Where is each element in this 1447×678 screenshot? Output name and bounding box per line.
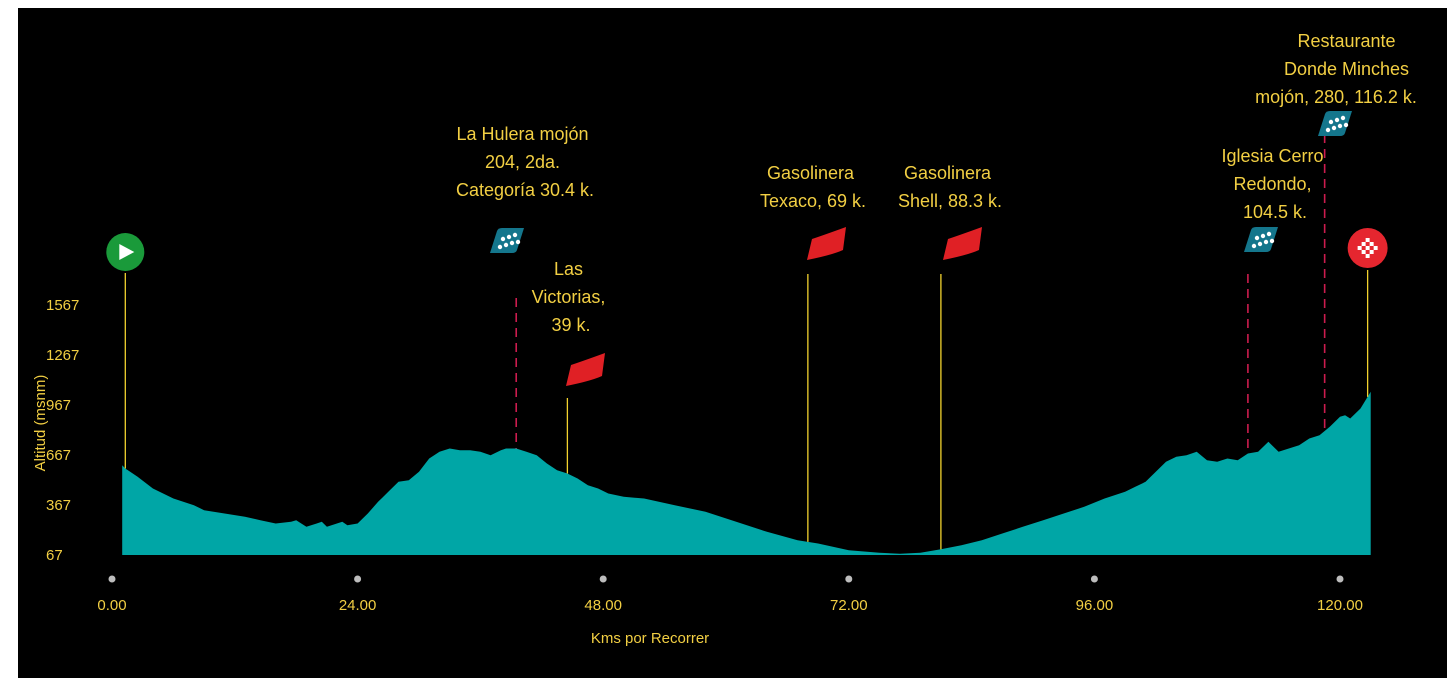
x-tick-dot <box>599 575 607 583</box>
y-tick-label: 1267 <box>46 347 79 364</box>
y-tick-label: 1567 <box>46 297 79 314</box>
kom-badge-dot <box>1266 231 1272 237</box>
checkered-square <box>1373 246 1378 250</box>
checkered-square <box>1365 238 1370 242</box>
poi-label-texaco-line2: Texaco, 69 k. <box>760 191 866 211</box>
x-tick-dot <box>845 575 853 583</box>
profile-layer <box>122 391 1371 555</box>
y-tick-label: 67 <box>46 547 63 564</box>
play-icon <box>106 233 145 271</box>
poi-label-hulera-line1: La Hulera mojón <box>456 124 588 144</box>
poi-label-cerro-line2: Redondo, <box>1233 174 1311 194</box>
kom-badge-dot <box>1269 238 1275 244</box>
poi-label-victorias-line1: Las <box>554 259 583 279</box>
kom-badge-dot <box>509 240 515 246</box>
poi-label-minches-line3: mojón, 280, 116.2 k. <box>1255 87 1417 107</box>
kom-badge-dot <box>1340 115 1346 121</box>
chart-panel: 67 367 667 967 1267 1567 0.00 24.00 48.00 72.00 96… <box>18 8 1447 678</box>
x-tick-label: 96.00 <box>1076 597 1114 614</box>
y-axis-title: Altitud (msnm) <box>32 375 49 472</box>
mountain-dots-icon <box>490 228 524 253</box>
poi-label-hulera-line3: Categoría 30.4 k. <box>456 180 594 200</box>
x-tick-dot <box>1336 575 1344 583</box>
checkered-square <box>1369 242 1374 246</box>
kom-badge-dot <box>1334 117 1340 123</box>
kom-badge-dot <box>515 239 521 245</box>
poi-label-minches-line2: Donde Minches <box>1284 59 1409 79</box>
red-flag-icon <box>566 353 605 386</box>
mountain-dots-icon <box>1244 227 1278 252</box>
kom-badge-dot <box>1263 239 1269 245</box>
poi-label-texaco-line1: Gasolinera <box>767 163 855 183</box>
checkered-square <box>1365 246 1370 250</box>
y-tick-label: 667 <box>46 447 71 464</box>
x-tick-label: 120.00 <box>1317 597 1363 614</box>
x-tick-label: 24.00 <box>339 597 377 614</box>
poi-label-minches: Restaurante Donde Minches mojón, 280, 11… <box>1255 31 1417 107</box>
kom-badge-dot <box>506 234 512 240</box>
poi-label-shell-line1: Gasolinera <box>904 163 992 183</box>
poi-label-cerro: Iglesia Cerro Redondo, 104.5 k. <box>1221 146 1328 222</box>
kom-badge-dot <box>1257 241 1263 247</box>
poi-label-cerro-line3: 104.5 k. <box>1243 202 1307 222</box>
red-flag-icon <box>807 227 846 260</box>
kom-badge-dot <box>1337 123 1343 129</box>
mountain-dots-icon <box>1318 111 1352 136</box>
kom-badge-dot <box>512 232 518 238</box>
elevation-area <box>122 391 1371 555</box>
poi-label-minches-line1: Restaurante <box>1297 31 1395 51</box>
kom-badge-dot <box>1343 122 1349 128</box>
play-icon-triangle <box>119 244 135 260</box>
kom-badge-dot <box>1260 233 1266 239</box>
kom-badge-dot <box>500 236 506 242</box>
poi-label-shell: Gasolinera Shell, 88.3 k. <box>898 163 1002 211</box>
x-tick-dot <box>1090 575 1098 583</box>
poi-label-victorias-line3: 39 k. <box>551 315 590 335</box>
poi-layer <box>106 111 1388 550</box>
poi-label-hulera-line2: 204, 2da. <box>485 152 560 172</box>
elevation-profile-chart: 67 367 667 967 1267 1567 0.00 24.00 48.00 72.00 96… <box>32 31 1417 647</box>
x-tick-dot <box>354 575 362 583</box>
y-tick-label: 367 <box>46 497 71 514</box>
poi-label-shell-line2: Shell, 88.3 k. <box>898 191 1002 211</box>
kom-badge-dot <box>1325 127 1331 133</box>
poi-label-victorias: Las Victorias, 39 k. <box>532 259 611 335</box>
x-tick-label: 0.00 <box>97 597 126 614</box>
checkered-square <box>1361 242 1366 246</box>
checkered-square <box>1369 250 1374 254</box>
poi-label-texaco: Gasolinera Texaco, 69 k. <box>760 163 866 211</box>
kom-badge-dot <box>1254 235 1260 241</box>
kom-badge-dot <box>1328 119 1334 125</box>
checkered-square <box>1357 246 1362 250</box>
x-tick-label: 48.00 <box>584 597 622 614</box>
checkered-square <box>1361 250 1366 254</box>
checkered-square <box>1365 254 1370 258</box>
poi-label-hulera: La Hulera mojón 204, 2da. Categoría 30.4… <box>456 124 594 200</box>
red-flag-icon <box>943 227 982 260</box>
kom-badge-dot <box>503 242 509 248</box>
poi-label-cerro-line1: Iglesia Cerro <box>1221 146 1323 166</box>
x-tick-dot <box>108 575 116 583</box>
x-axis-title: Kms por Recorrer <box>591 630 709 647</box>
poi-label-victorias-line2: Victorias, <box>532 287 606 307</box>
axis-layer: 67 367 667 967 1267 1567 0.00 24.00 48.00 72.00 96… <box>46 297 1363 614</box>
y-tick-label: 967 <box>46 397 71 414</box>
checkered-flag-icon <box>1347 228 1388 268</box>
x-tick-label: 72.00 <box>830 597 868 614</box>
kom-badge-dot <box>497 244 503 250</box>
kom-badge-dot <box>1251 243 1257 249</box>
kom-badge-dot <box>1331 125 1337 131</box>
